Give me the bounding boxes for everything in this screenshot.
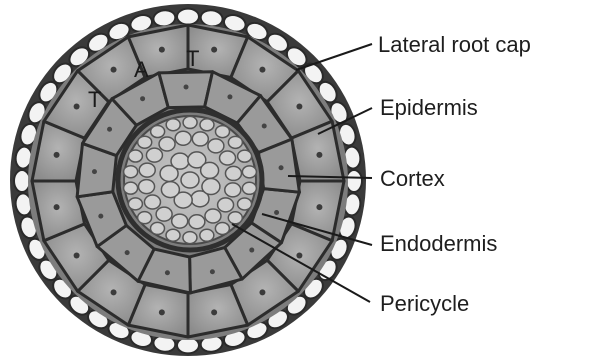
stele-cell	[183, 116, 197, 128]
cell-nucleus	[316, 204, 322, 210]
cell-letter-t-left: T	[88, 87, 101, 112]
cell-nucleus	[211, 47, 217, 53]
cell-nucleus	[111, 67, 117, 73]
cell-nucleus	[74, 104, 80, 110]
stele-cell	[128, 198, 142, 210]
cell-nucleus	[259, 289, 265, 295]
cell-nucleus	[274, 210, 279, 215]
stele-cell	[202, 179, 220, 195]
stele-cell	[228, 212, 242, 224]
stele-cell	[183, 232, 197, 244]
label-cortex: Cortex	[380, 168, 445, 190]
cell-letter-t-top: T	[186, 46, 199, 71]
stele-cell	[172, 214, 188, 228]
cell-nucleus	[249, 248, 254, 253]
cell-nucleus	[165, 270, 170, 275]
cell-nucleus	[184, 85, 189, 90]
stele-cell	[159, 137, 175, 151]
stele-cell	[208, 139, 224, 153]
stele-cell	[189, 215, 205, 229]
cell-nucleus	[54, 204, 60, 210]
cell-nucleus	[111, 289, 117, 295]
cell-nucleus	[140, 96, 145, 101]
cell-nucleus	[211, 309, 217, 315]
stele-cell	[200, 229, 214, 241]
cell-letter-a: A	[134, 57, 149, 82]
stele-cell	[242, 182, 256, 194]
cell-nucleus	[210, 269, 215, 274]
cell-nucleus	[159, 309, 165, 315]
stele-cell	[181, 172, 199, 188]
cell-nucleus	[296, 104, 302, 110]
stele-cell	[175, 131, 191, 145]
label-lateral-root-cap: Lateral root cap	[378, 34, 531, 56]
stele-cell	[242, 166, 256, 178]
stele-cell	[220, 151, 236, 165]
stele-cell	[151, 126, 165, 138]
stele-cell	[201, 162, 219, 178]
cell-nucleus	[279, 165, 284, 170]
stele-cell	[200, 119, 214, 131]
label-endodermis: Endodermis	[380, 233, 497, 255]
cell-nucleus	[262, 124, 267, 129]
stele-cell	[166, 119, 180, 131]
stele-cell	[238, 150, 252, 162]
stele-cell	[124, 182, 138, 194]
cell-nucleus	[227, 94, 232, 99]
stele-cell	[161, 182, 179, 198]
cell-nucleus	[259, 67, 265, 73]
stele-cell	[215, 126, 229, 138]
stele-cell	[225, 166, 241, 180]
stele-cell	[124, 166, 138, 178]
stele-cell	[138, 136, 152, 148]
stele-cell	[139, 163, 155, 177]
stele-cell	[156, 207, 172, 221]
cap-cell	[14, 170, 30, 192]
stele-cell	[146, 148, 162, 162]
stele-cell	[215, 222, 229, 234]
cell-nucleus	[74, 252, 80, 258]
stele-cell	[139, 180, 155, 194]
stele-cell	[228, 136, 242, 148]
stele-cell	[128, 150, 142, 162]
label-pericycle: Pericycle	[380, 293, 469, 315]
stele-cell	[205, 209, 221, 223]
stele-cell	[138, 212, 152, 224]
label-epidermis: Epidermis	[380, 97, 478, 119]
cap-cell	[346, 170, 362, 192]
cell-nucleus	[92, 169, 97, 174]
cap-cell	[177, 9, 199, 25]
cell-nucleus	[107, 127, 112, 132]
cell-nucleus	[125, 250, 130, 255]
stele-cell	[218, 198, 234, 212]
stele-cell	[166, 229, 180, 241]
cell-nucleus	[159, 47, 165, 53]
stele-cell	[171, 153, 189, 169]
stele-cell	[192, 132, 208, 146]
cell-nucleus	[98, 214, 103, 219]
cell-nucleus	[316, 152, 322, 158]
stele-cell	[144, 195, 160, 209]
cell-nucleus	[296, 252, 302, 258]
stele-cell	[151, 222, 165, 234]
cell-nucleus	[54, 152, 60, 158]
stele-cell	[225, 183, 241, 197]
stele-cell	[238, 198, 252, 210]
